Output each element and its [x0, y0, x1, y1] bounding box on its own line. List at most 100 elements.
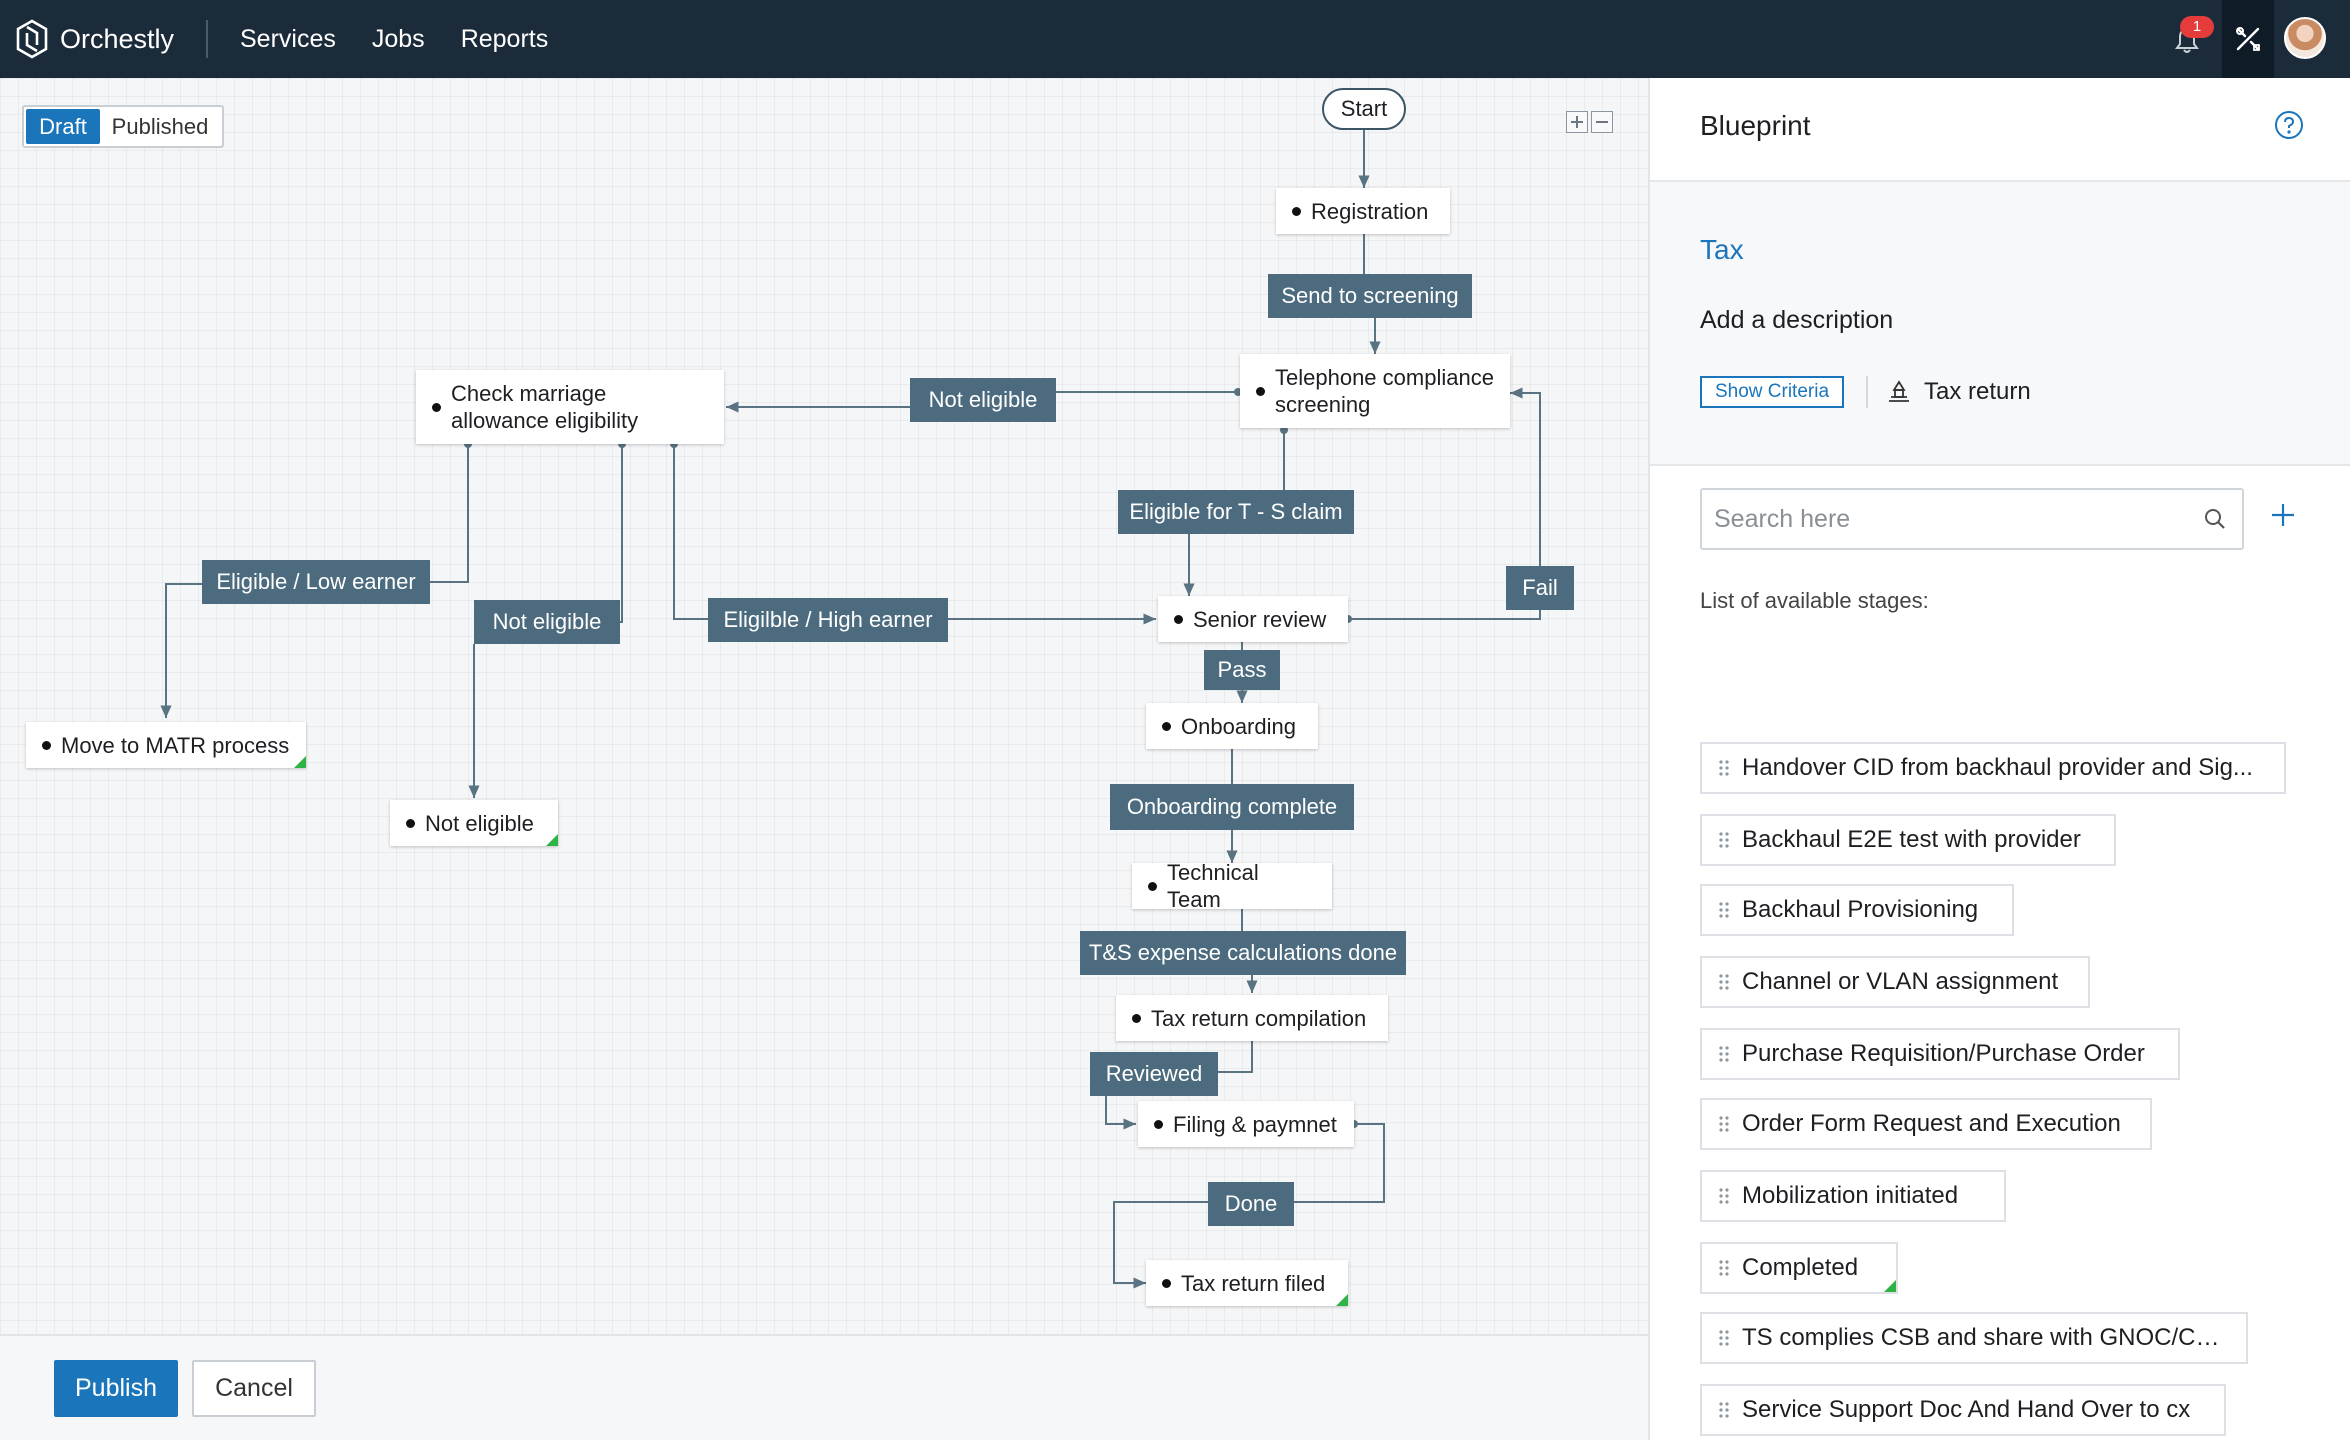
state-not-eligible[interactable]: Not eligible: [390, 800, 558, 846]
transition-eligible-ts-claim[interactable]: Eligible for T - S claim: [1118, 490, 1354, 534]
blueprint-module: Tax return: [1886, 374, 2031, 410]
add-stage-icon[interactable]: [2266, 498, 2300, 532]
stage-item[interactable]: Mobilization initiated: [1700, 1170, 2006, 1222]
transition-ts-expense-done[interactable]: T&S expense calculations done: [1080, 931, 1406, 975]
stage-label: Channel or VLAN assignment: [1742, 968, 2059, 995]
editor-footer: Publish Cancel: [0, 1334, 1648, 1440]
state-label: Tax return filed: [1181, 1270, 1326, 1296]
state-move-matr[interactable]: Move to MATR process: [26, 722, 306, 768]
draft-tab[interactable]: Draft: [26, 109, 100, 144]
notifications-button[interactable]: 1: [2160, 10, 2220, 68]
stage-item[interactable]: TS complies CSB and share with GNOC/CSD: [1700, 1312, 2248, 1364]
stage-item[interactable]: Completed: [1700, 1242, 1898, 1294]
state-label: Tax return compilation: [1151, 1005, 1367, 1031]
transition-high-earner[interactable]: Eligilble / High earner: [708, 598, 948, 642]
published-tab[interactable]: Published: [111, 113, 209, 139]
stage-item[interactable]: Backhaul E2E test with provider: [1700, 814, 2116, 866]
stage-label: Completed: [1742, 1254, 1859, 1281]
user-avatar[interactable]: [2284, 17, 2326, 59]
app-name: Orchestly: [60, 23, 175, 54]
search-icon[interactable]: [2202, 506, 2228, 532]
drag-handle-icon[interactable]: [1718, 1115, 1730, 1133]
topbar-divider: [206, 20, 208, 58]
top-bar: Orchestly Services Jobs Reports 1: [0, 0, 2350, 78]
transition-not-eligible-mid[interactable]: Not eligible: [474, 600, 620, 644]
stage-item[interactable]: Channel or VLAN assignment: [1700, 956, 2090, 1008]
transition-reviewed[interactable]: Reviewed: [1090, 1052, 1218, 1096]
transition-done[interactable]: Done: [1208, 1182, 1294, 1226]
state-label: Not eligible: [425, 810, 534, 836]
stage-label: Mobilization initiated: [1742, 1182, 1959, 1209]
state-check-marriage-allowance[interactable]: Check marriage allowance eligibility: [416, 370, 724, 444]
draft-published-toggle: Draft Published: [22, 105, 224, 148]
drag-handle-icon[interactable]: [1718, 901, 1730, 919]
state-tax-return-compilation[interactable]: Tax return compilation: [1116, 995, 1388, 1041]
blueprint-canvas[interactable]: Draft Published: [0, 78, 1648, 1334]
drag-handle-icon[interactable]: [1718, 1329, 1730, 1347]
transition-pass[interactable]: Pass: [1204, 650, 1280, 690]
add-description[interactable]: Add a description: [1700, 306, 1894, 334]
state-tax-return-filed[interactable]: Tax return filed: [1146, 1260, 1348, 1306]
zoom-out-icon[interactable]: [1591, 111, 1613, 133]
state-registration[interactable]: Registration: [1276, 188, 1450, 234]
tools-button[interactable]: [2222, 0, 2274, 78]
criteria-divider: [1866, 376, 1868, 408]
stage-item[interactable]: Order Form Request and Execution: [1700, 1098, 2152, 1150]
transition-send-to-screening[interactable]: Send to screening: [1268, 274, 1472, 318]
state-onboarding[interactable]: Onboarding: [1146, 703, 1318, 749]
drag-handle-icon[interactable]: [1718, 1187, 1730, 1205]
state-label: Onboarding: [1181, 713, 1296, 739]
help-icon[interactable]: [2274, 110, 2304, 140]
stage-item[interactable]: Service Support Doc And Hand Over to cx: [1700, 1384, 2226, 1436]
stage-label: Handover CID from backhaul provider and …: [1742, 754, 2253, 781]
transition-low-earner[interactable]: Eligible / Low earner: [202, 560, 430, 604]
stage-item[interactable]: Handover CID from backhaul provider and …: [1700, 742, 2286, 794]
state-filing-payment[interactable]: Filing & paymnet: [1138, 1101, 1354, 1147]
state-label: Senior review: [1193, 606, 1327, 632]
nav-reports[interactable]: Reports: [460, 24, 549, 53]
blueprint-name[interactable]: Tax: [1700, 234, 1744, 265]
stage-label: Backhaul E2E test with provider: [1742, 826, 2081, 853]
brand[interactable]: Orchestly: [14, 18, 174, 60]
main-nav: Services Jobs Reports: [222, 0, 566, 78]
stage-label: Service Support Doc And Hand Over to cx: [1742, 1396, 2191, 1423]
cancel-button[interactable]: Cancel: [192, 1360, 316, 1417]
stage-label: TS complies CSB and share with GNOC/CSD: [1742, 1324, 2229, 1351]
transition-fail[interactable]: Fail: [1506, 566, 1574, 610]
state-label: Telephone compliance screening: [1275, 365, 1494, 417]
stage-item[interactable]: Backhaul Provisioning: [1700, 884, 2014, 936]
nav-services[interactable]: Services: [240, 24, 336, 53]
module-icon: [1889, 380, 1909, 402]
stage-label: Purchase Requisition/Purchase Order: [1742, 1040, 2145, 1067]
state-technical-team[interactable]: Technical Team: [1132, 860, 1332, 912]
drag-handle-icon[interactable]: [1718, 973, 1730, 991]
zoom-controls: [1566, 111, 1613, 133]
transition-not-eligible[interactable]: Not eligible: [910, 378, 1056, 422]
drag-handle-icon[interactable]: [1718, 1045, 1730, 1063]
state-label: Filing & paymnet: [1173, 1111, 1337, 1137]
drag-handle-icon[interactable]: [1718, 831, 1730, 849]
module-name: Tax return: [1924, 378, 2031, 405]
panel-title: Blueprint: [1700, 110, 1811, 141]
state-label: Registration: [1311, 198, 1429, 224]
tools-icon: [2236, 27, 2260, 51]
search-input[interactable]: [1714, 500, 2194, 538]
nav-jobs[interactable]: Jobs: [371, 24, 425, 53]
flow-connectors: [160, 130, 1541, 1289]
publish-button[interactable]: Publish: [54, 1360, 178, 1417]
drag-handle-icon[interactable]: [1718, 1259, 1730, 1277]
zoom-in-icon[interactable]: [1566, 111, 1588, 133]
show-criteria-button[interactable]: Show Criteria: [1700, 376, 1844, 408]
start-node[interactable]: Start: [1322, 88, 1406, 130]
blueprint-details: Tax Add a description Show Criteria Tax …: [1650, 182, 2350, 466]
state-senior-review[interactable]: Senior review: [1158, 596, 1348, 642]
stage-item[interactable]: Purchase Requisition/Purchase Order: [1700, 1028, 2180, 1080]
stage-label: Order Form Request and Execution: [1742, 1110, 2121, 1137]
state-telephone-screening[interactable]: Telephone compliance screening: [1240, 354, 1510, 428]
transition-onboarding-complete[interactable]: Onboarding complete: [1110, 784, 1354, 830]
stage-search: [1700, 488, 2244, 550]
drag-handle-icon[interactable]: [1718, 1401, 1730, 1419]
drag-handle-icon[interactable]: [1718, 759, 1730, 777]
stages-list-label: List of available stages:: [1700, 588, 1929, 613]
panel-header: Blueprint: [1650, 78, 2350, 182]
